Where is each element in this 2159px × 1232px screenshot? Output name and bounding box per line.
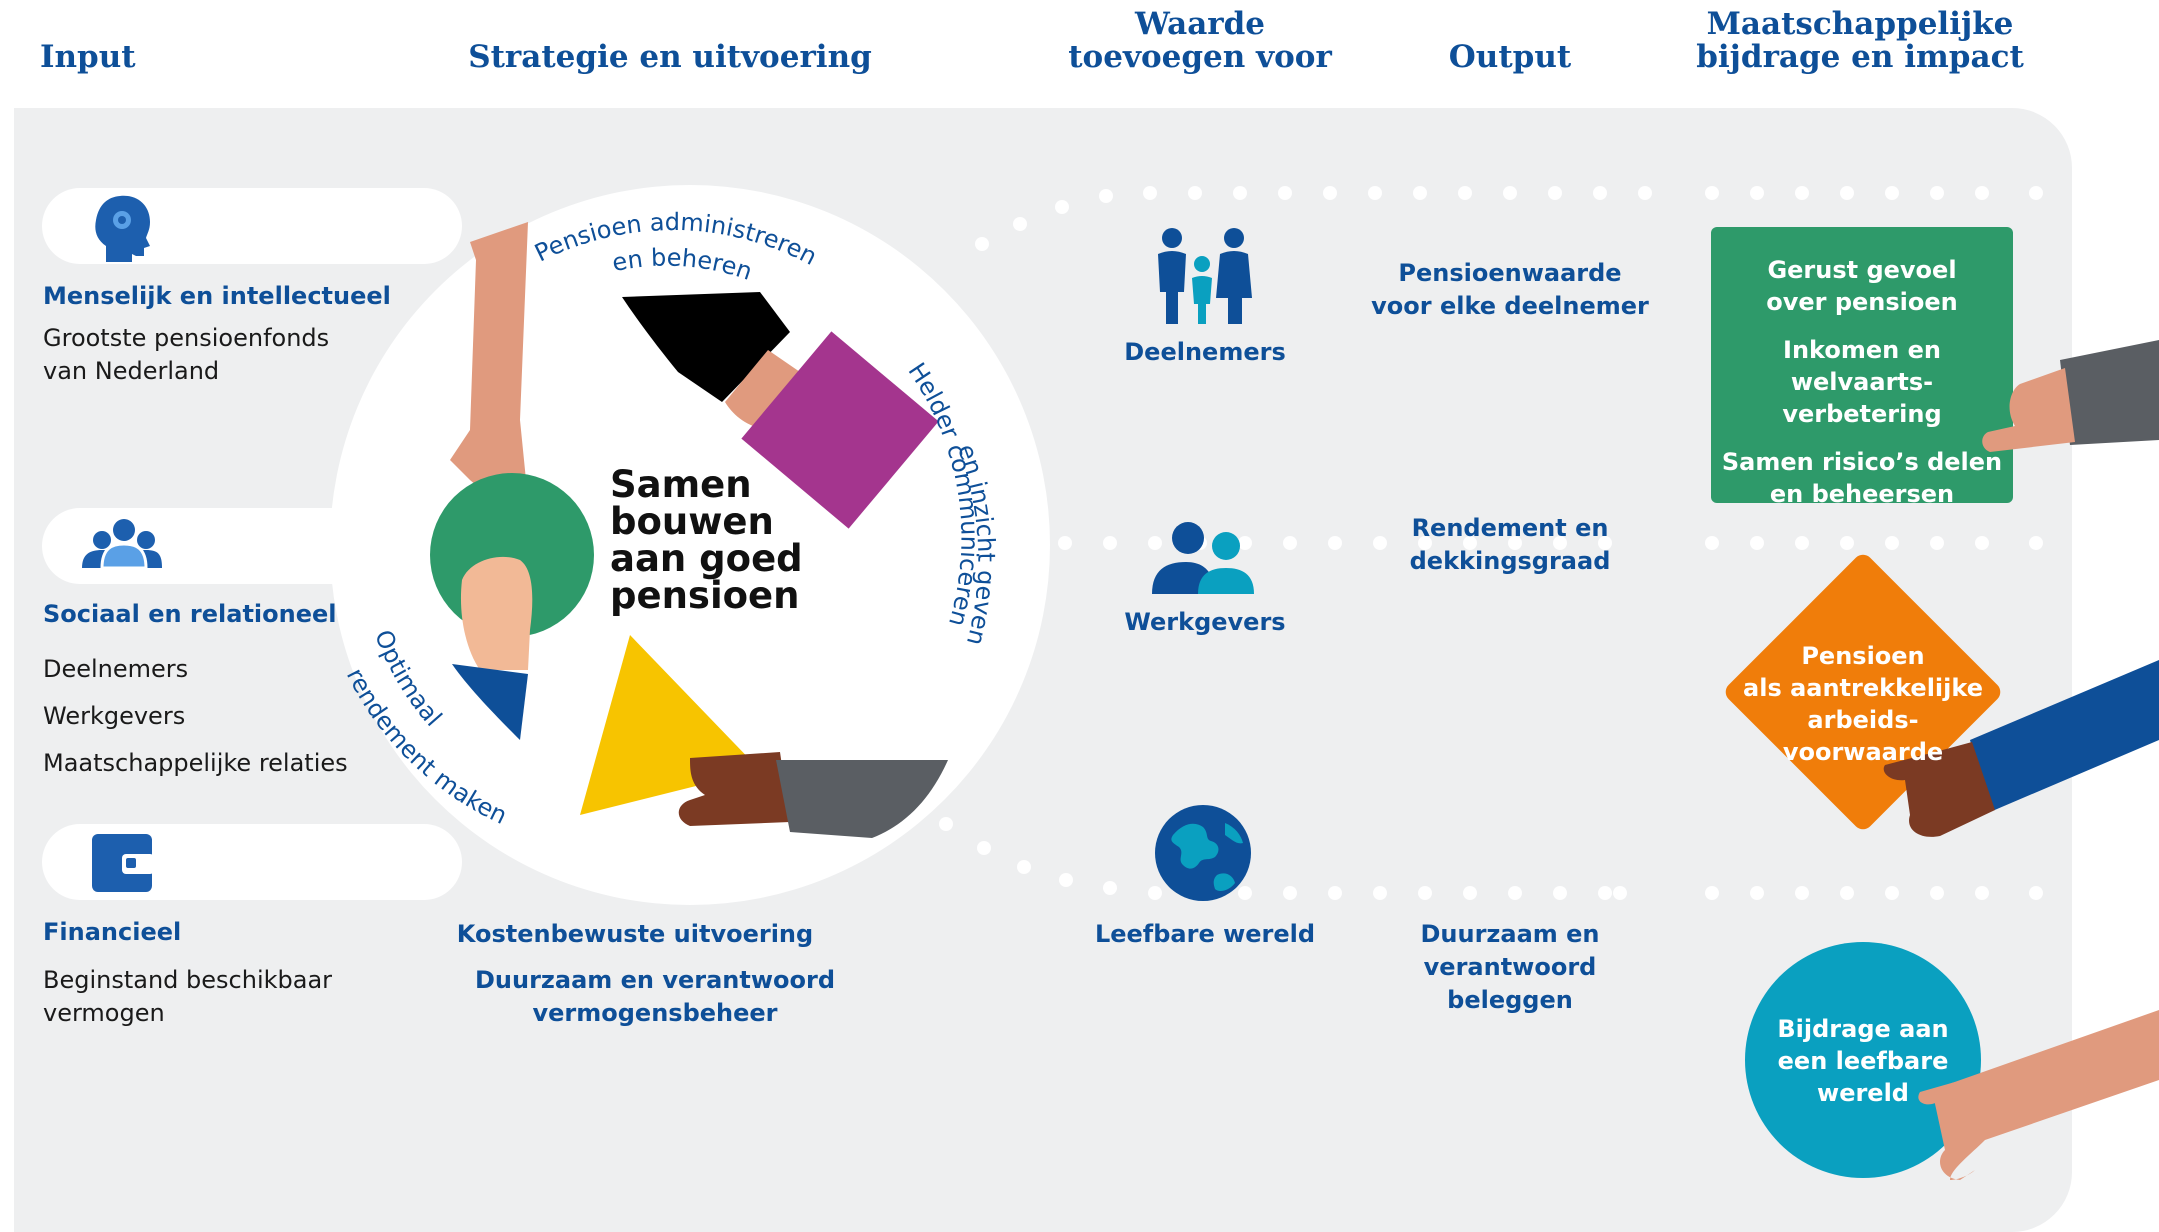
impact-orange-line3: arbeids- xyxy=(1807,706,1919,734)
strategy-cost-conscious: Kostenbewuste uitvoering xyxy=(456,920,814,948)
impact-teal-text: Bijdrage aan een leefbare wereld xyxy=(1753,1013,1973,1109)
impact-orange-line1: Pensioen xyxy=(1801,642,1925,670)
hand-impact-orange xyxy=(1883,660,2159,837)
dots-top-arc xyxy=(975,189,1113,251)
input-list-social: Deelnemers Werkgevers Maatschappelijke r… xyxy=(43,646,348,787)
impact-orange-line2: als aantrekkelijke xyxy=(1743,674,1983,702)
wallet-icon xyxy=(92,834,154,892)
strategy-center-title: Samen bouwen aan goed pensioen xyxy=(610,466,803,614)
input-social-item-employers: Werkgevers xyxy=(43,702,186,730)
output-2-line1: Rendement en xyxy=(1411,514,1609,542)
header-impact-line1: Maatschappelijke xyxy=(1706,6,2014,42)
output-1-line2: voor elke deelnemer xyxy=(1371,292,1649,320)
dots-bottom-arc xyxy=(939,817,1117,895)
output-3-line1: Duurzaam en xyxy=(1420,920,1600,948)
input-text-human-line1: Grootste pensioenfonds xyxy=(43,324,330,352)
impact-teal-circle xyxy=(1745,942,1981,1178)
impact-green-1-line2: over pensioen xyxy=(1766,288,1958,316)
purple-square-shape xyxy=(741,331,939,529)
impact-teal-line1: Bijdrage aan xyxy=(1777,1015,1949,1043)
impact-teal-line2: een leefbare xyxy=(1777,1047,1949,1075)
input-social-item-participants: Deelnemers xyxy=(43,655,189,683)
impact-green-box xyxy=(1711,227,2013,503)
value-participants-label: Deelnemers xyxy=(1124,338,1286,366)
people-group-icon xyxy=(82,519,162,570)
hand-bottom-right xyxy=(678,752,948,838)
input-title-social: Sociaal en relationeel xyxy=(43,600,337,628)
output-return-coverage: Rendement en dekkingsgraad xyxy=(1360,512,1660,578)
impact-orange-text: Pensioen als aantrekkelijke arbeids- voo… xyxy=(1733,640,1993,768)
input-title-human: Menselijk en intellectueel xyxy=(43,282,391,310)
dots-bottom-line xyxy=(1148,886,2043,900)
impact-orange-line4: voorwaarde xyxy=(1782,738,1944,766)
header-strategy: Strategie en uitvoering xyxy=(468,39,872,75)
header-value: Waarde toevoegen voor xyxy=(1060,8,1340,74)
impact-green-1-line1: Gerust gevoel xyxy=(1767,256,1957,284)
input-text-financial: Beginstand beschikbaar vermogen xyxy=(43,964,332,1030)
output-pension-value: Pensioenwaarde voor elke deelnemer xyxy=(1360,257,1660,323)
input-title-financial: Financieel xyxy=(43,918,182,946)
impact-teal-line3: wereld xyxy=(1817,1079,1909,1107)
dots-top-line xyxy=(1143,186,2043,200)
impact-green-2-line2: verbetering xyxy=(1782,400,1942,428)
impact-green-3-line1: Samen risico’s delen xyxy=(1721,448,2003,476)
value-employers-label: Werkgevers xyxy=(1124,608,1286,636)
input-text-human: Grootste pensioenfonds van Nederland xyxy=(43,322,329,388)
center-line-1: Samen xyxy=(610,463,752,506)
family-icon xyxy=(1158,228,1252,324)
header-value-line1: Waarde xyxy=(1134,6,1266,42)
employer-icon xyxy=(1152,522,1254,594)
strategy-sustainable-line2: vermogensbeheer xyxy=(532,999,778,1027)
center-line-2: bouwen xyxy=(610,500,774,543)
hand-impact-green xyxy=(1982,340,2159,452)
input-text-financial-line2: vermogen xyxy=(43,999,165,1027)
hand-impact-teal xyxy=(1918,1010,2159,1180)
center-line-4: pensioen xyxy=(610,574,800,617)
header-impact-line2: bijdrage en impact xyxy=(1696,39,2024,75)
strategy-sustainable-asset-management: Duurzaam en verantwoord vermogensbeheer xyxy=(440,964,870,1030)
value-world-label: Leefbare wereld xyxy=(1094,920,1316,948)
impact-green-text: Gerust gevoel over pensioen Inkomen en w… xyxy=(1711,254,2013,510)
header-output: Output xyxy=(1448,39,1572,75)
hand-bottom-left xyxy=(452,556,533,740)
impact-green-2-line1: Inkomen en welvaarts- xyxy=(1783,336,1941,396)
globe-icon xyxy=(1155,805,1251,901)
head-gear-icon xyxy=(95,195,150,262)
center-line-3: aan goed xyxy=(610,537,803,580)
output-2-line2: dekkingsgraad xyxy=(1409,547,1611,575)
dotted-flow-lines xyxy=(939,186,2043,900)
impact-green-3-line2: en beheersen xyxy=(1769,480,1955,508)
strategy-sustainable-line1: Duurzaam en verantwoord xyxy=(474,966,836,994)
header-value-line2: toevoegen voor xyxy=(1068,39,1332,75)
output-sustainable-investing: Duurzaam en verantwoord beleggen xyxy=(1360,918,1660,1017)
input-text-human-line2: van Nederland xyxy=(43,357,220,385)
header-input: Input xyxy=(40,39,136,75)
output-3-line2: verantwoord xyxy=(1423,953,1597,981)
header-impact: Maatschappelijke bijdrage en impact xyxy=(1690,8,2030,74)
input-social-item-relations: Maatschappelijke relaties xyxy=(43,749,348,777)
output-3-line3: beleggen xyxy=(1447,986,1573,1014)
input-text-financial-line1: Beginstand beschikbaar xyxy=(43,966,333,994)
output-1-line1: Pensioenwaarde xyxy=(1398,259,1622,287)
hand-top-left xyxy=(450,222,528,510)
